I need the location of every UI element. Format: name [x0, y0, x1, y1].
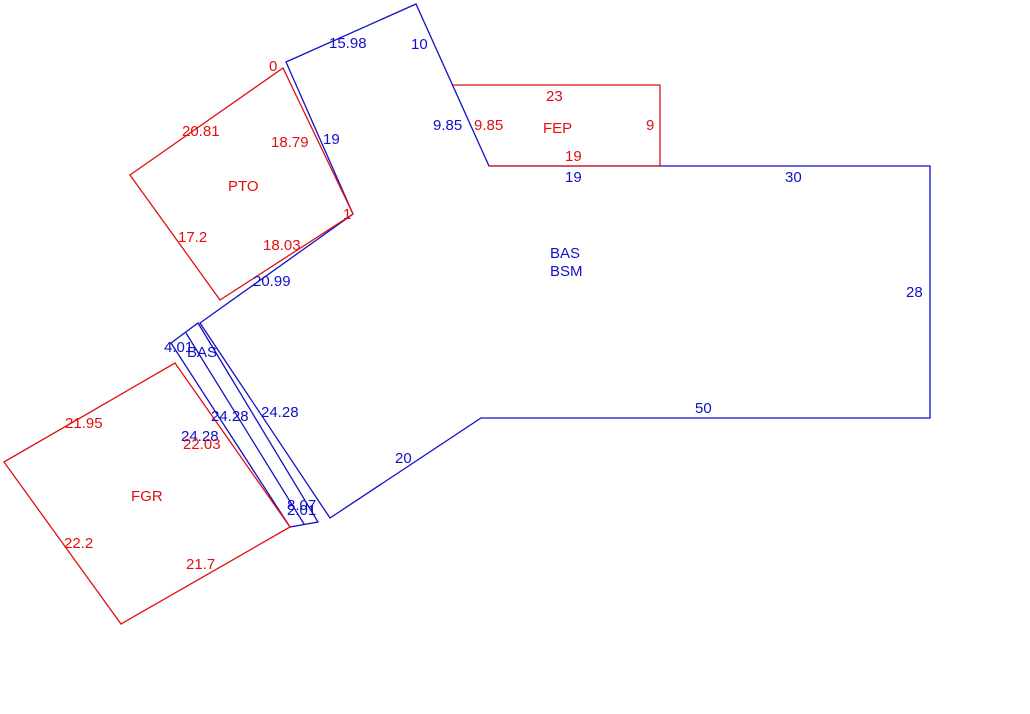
dim-blue-strip-top: 4.01: [164, 339, 193, 356]
dim-blue-notch-bottom: 19: [565, 169, 582, 186]
bas-strip-inner-line: [185, 332, 305, 525]
bsm-main-code: BSM: [550, 263, 583, 280]
dim-blue-slant-right: 9.85: [433, 117, 462, 134]
dim-blue-upper-left-diag: 20.99: [253, 273, 291, 290]
fep-outline: [453, 84, 661, 167]
pto-outline: [129, 67, 354, 301]
fgr-code: FGR: [131, 488, 163, 505]
dim-red-pto-top-corner: 0: [269, 58, 277, 75]
dim-blue-strip-mid: 24.28: [211, 408, 249, 425]
fep-code: FEP: [543, 120, 572, 137]
dim-red-pto-left: 17.2: [178, 229, 207, 246]
dim-red-fgr-top: 21.95: [65, 415, 103, 432]
dim-red-pto-top: 20.81: [182, 123, 220, 140]
dim-red-fep-right: 9: [646, 117, 654, 134]
dim-red-fep-bottom: 19: [565, 148, 582, 165]
dim-red-fep-left: 9.85: [474, 117, 503, 134]
pto-code: PTO: [228, 178, 259, 195]
dim-blue-strip-right: 24.28: [261, 404, 299, 421]
dim-blue-bottom-right: 50: [695, 400, 712, 417]
bas-main-outline: [199, 3, 931, 519]
dim-red-pto-corner: 1: [343, 206, 351, 223]
dim-red-fgr-left: 22.2: [64, 535, 93, 552]
dim-red-pto-bottom: 18.03: [263, 237, 301, 254]
dim-blue-top-diag: 15.98: [329, 35, 367, 52]
dim-blue-top-edge: 10: [411, 36, 428, 53]
dim-red-fgr-bottom: 21.7: [186, 556, 215, 573]
dim-red-pto-right: 18.79: [271, 134, 309, 151]
dim-blue-strip-bottom-b: 2.01: [287, 502, 316, 519]
dim-red-fgr-right: 22.03: [183, 436, 221, 453]
bas-strip-code: BAS: [187, 344, 217, 361]
bas-strip-outline: [170, 322, 320, 528]
dim-red-fep-top: 23: [546, 88, 563, 105]
bas-main-code: BAS: [550, 245, 580, 262]
dim-blue-strip-left: 24.28: [181, 428, 219, 445]
dim-blue-slant-left: 19: [323, 131, 340, 148]
dim-blue-bottom-diag: 20: [395, 450, 412, 467]
dim-blue-right-side: 28: [906, 284, 923, 301]
fgr-outline: [3, 362, 291, 625]
dim-blue-strip-bottom-a: 8.07: [287, 497, 316, 514]
dim-blue-top-right: 30: [785, 169, 802, 186]
